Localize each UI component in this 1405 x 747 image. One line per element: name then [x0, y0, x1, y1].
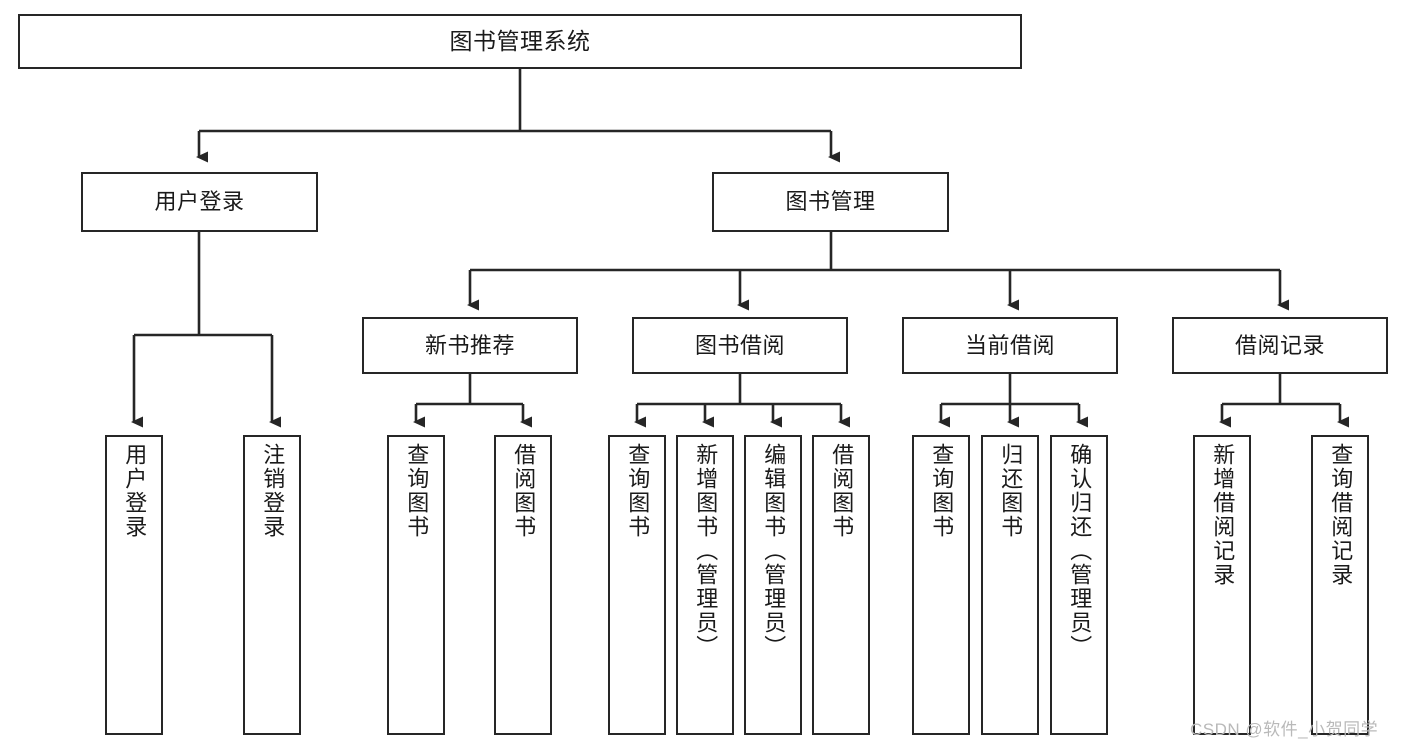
node-book-manage-label: 图书管理	[785, 189, 876, 215]
node-current-borrow-label: 当前借阅	[964, 332, 1055, 358]
csdn-watermark: CSDN @软件_小贺同学	[1190, 720, 1379, 739]
leaf-user-login-login[interactable]: 用户登录	[105, 435, 163, 735]
node-borrow-record[interactable]: 借阅记录	[1172, 317, 1388, 374]
leaf-user-login-logout[interactable]: 注销登录	[243, 435, 301, 735]
leaf-label: 确认归还（管理员）	[1067, 443, 1093, 659]
leaf-label: 查询图书	[404, 443, 430, 539]
leaf-label: 归还图书	[998, 443, 1024, 539]
node-user-login[interactable]: 用户登录	[81, 172, 318, 232]
leaf-label: 编辑图书（管理员）	[761, 443, 787, 659]
leaf-current-borrow-query[interactable]: 查询图书	[912, 435, 970, 735]
leaf-label: 用户登录	[122, 443, 148, 539]
leaf-book-borrow-add[interactable]: 新增图书（管理员）	[676, 435, 734, 735]
node-new-book-recommend[interactable]: 新书推荐	[362, 317, 578, 374]
leaf-label: 借阅图书	[829, 443, 855, 539]
leaf-book-borrow-borrow[interactable]: 借阅图书	[812, 435, 870, 735]
node-book-borrow-label: 图书借阅	[694, 332, 785, 358]
leaf-borrow-record-add[interactable]: 新增借阅记录	[1193, 435, 1251, 735]
node-user-login-label: 用户登录	[154, 189, 245, 215]
leaf-new-book-query[interactable]: 查询图书	[387, 435, 445, 735]
node-root-system[interactable]: 图书管理系统	[18, 14, 1022, 69]
leaf-label: 借阅图书	[511, 443, 537, 539]
leaf-current-borrow-return[interactable]: 归还图书	[981, 435, 1039, 735]
leaf-label: 查询借阅记录	[1328, 443, 1354, 587]
leaf-label: 查询图书	[625, 443, 651, 539]
node-root-label: 图书管理系统	[449, 27, 591, 54]
node-book-borrow[interactable]: 图书借阅	[632, 317, 848, 374]
leaf-label: 查询图书	[929, 443, 955, 539]
leaf-book-borrow-query[interactable]: 查询图书	[608, 435, 666, 735]
leaf-current-borrow-confirm-return[interactable]: 确认归还（管理员）	[1050, 435, 1108, 735]
leaf-book-borrow-edit[interactable]: 编辑图书（管理员）	[744, 435, 802, 735]
node-book-manage[interactable]: 图书管理	[712, 172, 949, 232]
leaf-borrow-record-query[interactable]: 查询借阅记录	[1311, 435, 1369, 735]
node-new-book-recommend-label: 新书推荐	[424, 332, 515, 358]
node-current-borrow[interactable]: 当前借阅	[902, 317, 1118, 374]
leaf-new-book-borrow[interactable]: 借阅图书	[494, 435, 552, 735]
node-borrow-record-label: 借阅记录	[1234, 332, 1325, 358]
leaf-label: 注销登录	[260, 443, 286, 539]
leaf-label: 新增图书（管理员）	[693, 443, 719, 659]
leaf-label: 新增借阅记录	[1210, 443, 1236, 587]
